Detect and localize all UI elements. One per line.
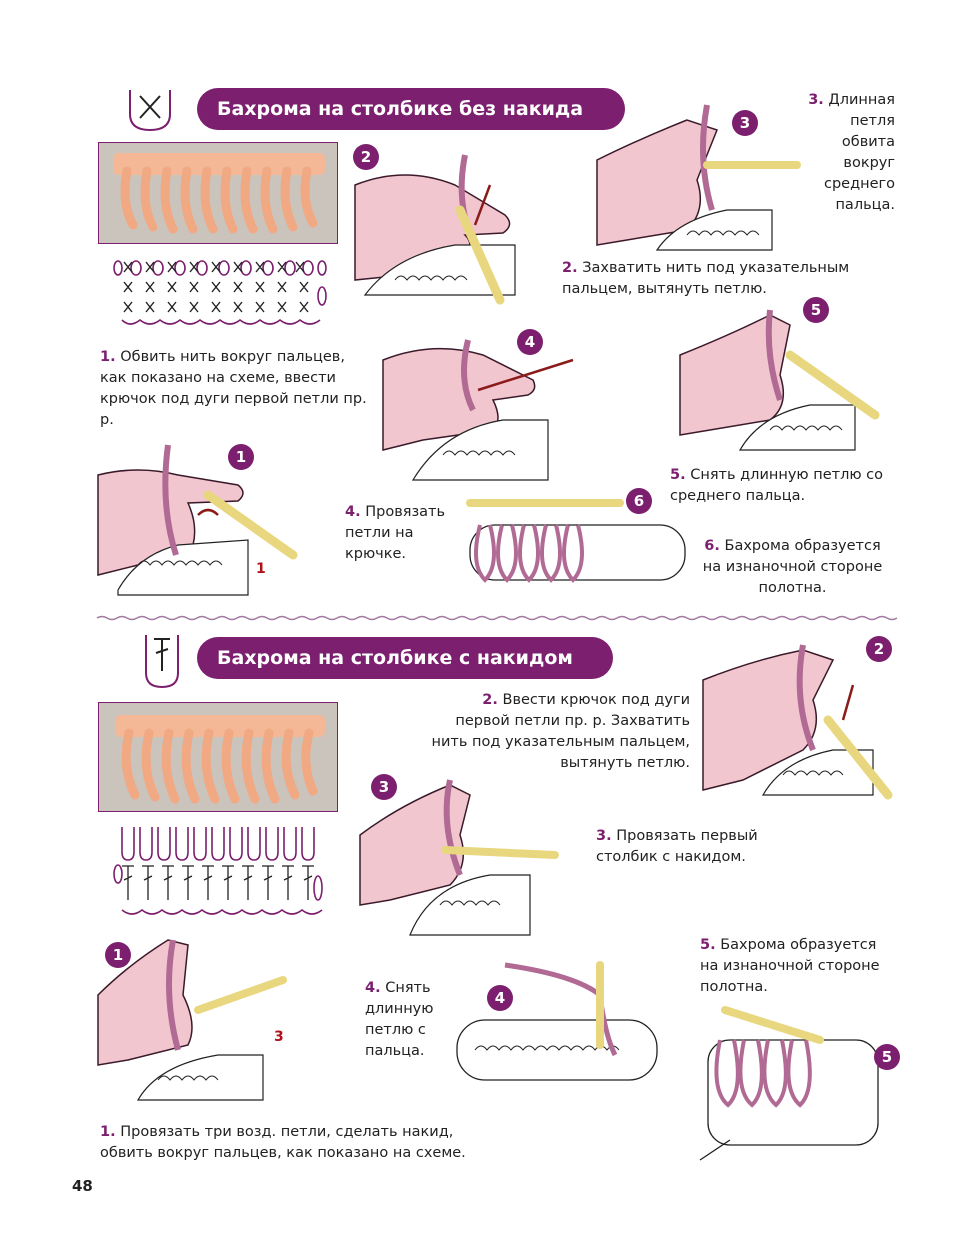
section1-step1-illustration: 1 — [97, 444, 298, 596]
step-badge-5: 5 — [874, 1044, 900, 1070]
step-description: Снять длинную петлю со среднего пальца. — [670, 467, 883, 504]
section1-step2-illustration — [354, 154, 516, 305]
step-badge-2: 2 — [353, 144, 379, 170]
step-description: Захватить нить под указательным пальцем,… — [562, 260, 850, 297]
fringe-sc-symbol-icon — [129, 90, 171, 132]
section1-step5-text: 5. Снять длинную петлю со среднего пальц… — [670, 465, 900, 507]
step-description: Бахрома образуется на изнаночной стороне… — [700, 937, 880, 995]
step-number: 3. — [808, 92, 824, 108]
step-badge-2: 2 — [866, 636, 892, 662]
section2-step1-illustration: 3 — [97, 939, 287, 1101]
step-description: Бахрома образуется на изнаночной стороне… — [702, 538, 883, 596]
section2-step2-illustration — [702, 644, 893, 800]
step-badge-5: 5 — [803, 297, 829, 323]
fringe-sc-photo — [98, 142, 338, 244]
section2-title: Бахрома на столбике с накидом — [197, 637, 613, 679]
section1-step4-text: 4. Провязать петли на крючке. — [345, 502, 450, 565]
step-badge-6: 6 — [626, 488, 652, 514]
page-number: 48 — [72, 1177, 93, 1195]
step-description: Провязать петли на крючке. — [345, 504, 446, 562]
section1-step6-text: 6. Бахрома образуется на изнаночной стор… — [700, 536, 885, 599]
section2-step3-text: 3. Провязать первый столбик с накидом. — [596, 826, 766, 868]
step-number: 5. — [670, 467, 686, 483]
section1-step3-text: 3. Длинная петля обвита вокруг среднего … — [795, 90, 895, 216]
annotation-label: 3 — [274, 1029, 284, 1045]
step-number: 1. — [100, 349, 116, 365]
step-badge-3: 3 — [732, 110, 758, 136]
step-badge-3: 3 — [371, 774, 397, 800]
fringe-dc-scheme — [113, 827, 323, 915]
section2-step2-text: 2. Ввести крючок под дуги первой петли п… — [428, 690, 691, 774]
section1-step5-illustration — [679, 309, 880, 451]
step-description: Снять длинную петлю с пальца. — [365, 980, 434, 1059]
step-number: 4. — [345, 504, 361, 520]
step-description: Провязать три возд. петли, сделать накид… — [100, 1124, 466, 1161]
section1-step3-illustration — [596, 104, 801, 251]
step-badge-4: 4 — [517, 329, 543, 355]
section2-step3-illustration — [359, 779, 559, 936]
fringe-sc-scheme — [113, 260, 327, 325]
step-description: Ввести крючок под дуги первой петли пр. … — [431, 692, 691, 771]
step-number: 1. — [100, 1124, 116, 1140]
step-number: 3. — [596, 828, 612, 844]
section1-title: Бахрома на столбике без накида — [197, 88, 625, 130]
section-divider — [96, 615, 898, 621]
step-badge-1: 1 — [105, 942, 131, 968]
section2-step4-illustration — [456, 961, 658, 1081]
step-description: Провязать первый столбик с накидом. — [596, 828, 758, 865]
step-description: Длинная петля обвита вокруг среднего пал… — [823, 92, 895, 213]
step-number: 2. — [562, 260, 578, 276]
step-description: Обвить нить вокруг пальцев, как показано… — [100, 349, 367, 428]
section2-step4-text: 4. Снять длинную петлю с пальца. — [365, 978, 435, 1062]
section2-step5-illustration — [699, 1006, 879, 1161]
annotation-label: 1 — [256, 561, 266, 577]
section1-step4-illustration — [382, 339, 574, 481]
section1-step2-text: 2. Захватить нить под указательным пальц… — [562, 258, 852, 300]
fringe-dc-photo — [98, 702, 338, 812]
step-number: 4. — [365, 980, 381, 996]
section1-step1-text: 1. Обвить нить вокруг пальцев, как показ… — [100, 347, 370, 431]
section1-step6-illustration — [466, 499, 686, 583]
section2-step5-text: 5. Бахрома образуется на изнаночной стор… — [700, 935, 885, 998]
step-badge-1: 1 — [228, 444, 254, 470]
step-number: 6. — [704, 538, 720, 554]
section2-step1-text: 1. Провязать три возд. петли, сделать на… — [100, 1122, 500, 1164]
step-number: 5. — [700, 937, 716, 953]
step-badge-4: 4 — [487, 985, 513, 1011]
fringe-dc-symbol-icon — [145, 635, 179, 689]
step-number: 2. — [482, 692, 498, 708]
